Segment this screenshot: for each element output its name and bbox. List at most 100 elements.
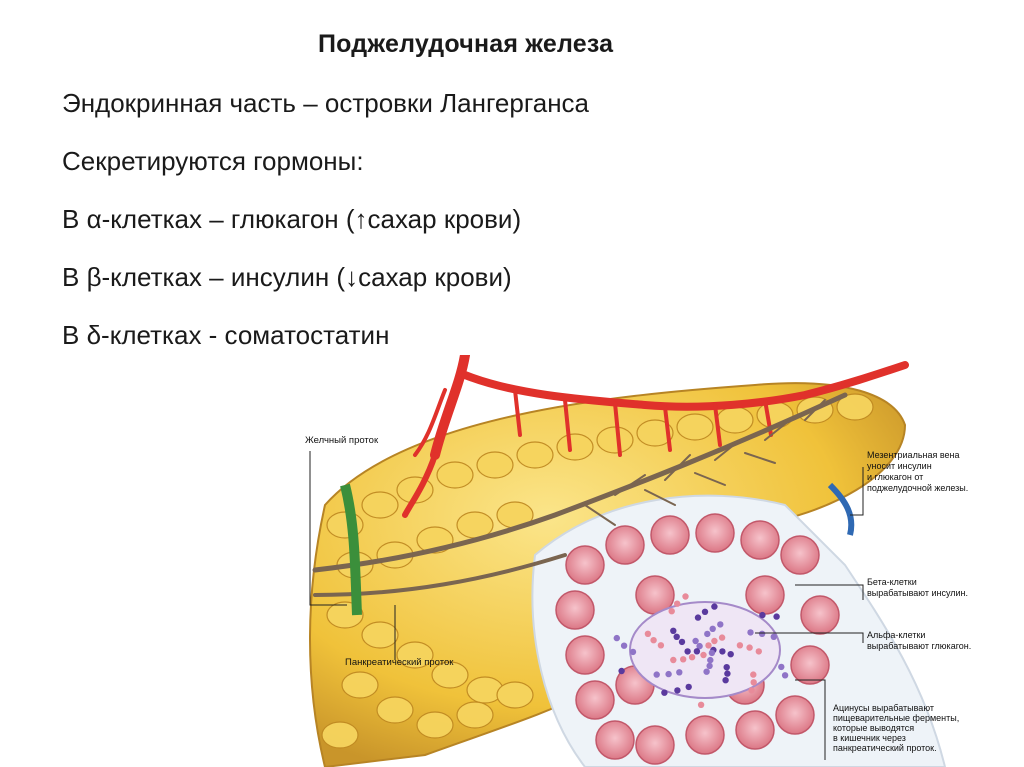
islet-cell [673, 633, 680, 640]
acini-cluster [555, 513, 840, 765]
label-bile-duct: Желчный проток [305, 435, 379, 446]
islet-cell [620, 642, 628, 649]
islet-cell [685, 683, 692, 691]
acinus [780, 535, 820, 575]
gland-lobule [341, 671, 379, 699]
islet-cell [676, 669, 683, 676]
label-alpha-cells: Альфа-клетки вырабатывают глюкагон. [867, 630, 971, 651]
acinus [745, 575, 785, 615]
gland-lobule [836, 393, 874, 421]
islet-cell [674, 687, 681, 694]
label-beta-cells: Бета-клетки вырабатывают инсулин. [867, 577, 968, 598]
islet-cell [688, 654, 696, 661]
islet-cell [613, 634, 620, 642]
islet-cell [694, 614, 702, 621]
islet-cell [697, 701, 705, 708]
islet-cell [670, 627, 677, 634]
islet-cell [678, 638, 686, 646]
islet-cell [703, 668, 710, 675]
islet-cell [661, 689, 668, 696]
acinus [595, 720, 635, 760]
islet-cell [736, 642, 744, 649]
pancreas-illustration: Желчный проток Панкреатический проток Ме… [305, 355, 971, 767]
islet-cell [778, 663, 785, 671]
acinus [635, 725, 675, 765]
gland-lobule [321, 721, 359, 749]
acinus [685, 715, 725, 755]
gland-lobule [476, 451, 514, 479]
islet-cell [770, 633, 777, 640]
islet-cell [747, 629, 754, 636]
islet-cell [705, 642, 712, 649]
artery-branches [402, 355, 909, 518]
gland-lobule [416, 711, 454, 739]
islet-cell [644, 630, 652, 637]
islet-cell [692, 637, 699, 645]
islet-cell [696, 642, 703, 650]
gland-lobule [556, 433, 594, 461]
islet-cell [657, 642, 665, 649]
islet-cell [722, 677, 729, 684]
islet-cell [719, 648, 726, 655]
acinus [565, 545, 605, 585]
islet-cell [693, 648, 701, 655]
islet-cell [711, 637, 718, 645]
text-line-alpha: В α-клетках – глюкагон (↑сахар крови) [62, 204, 522, 234]
islet-cell [724, 670, 731, 677]
acinus [650, 515, 690, 555]
mesenteric-vein [827, 482, 855, 536]
islet-cell [682, 593, 689, 600]
islet-cell [650, 637, 657, 644]
islet-cell [653, 671, 660, 678]
acinus [605, 525, 645, 565]
islet-cell [704, 630, 711, 638]
islet-cell [727, 651, 734, 658]
islet-cell [708, 649, 716, 657]
islet-cell [723, 664, 730, 671]
islet-cell [665, 670, 672, 678]
islet-cell [748, 687, 755, 694]
islet-cell [781, 672, 789, 679]
text-line-beta: В β-клетках – инсулин (↓сахар крови) [62, 262, 512, 292]
islet-cell [674, 600, 681, 607]
slide-title: Поджелудочная железа [318, 30, 614, 58]
pancreatic-duct [312, 392, 848, 597]
islet-cell [773, 613, 780, 620]
islet-cell [709, 625, 716, 632]
gland-lobule [496, 681, 534, 709]
islet-cell [759, 611, 766, 619]
islet-cell [629, 648, 637, 656]
gland-lobule [431, 661, 469, 689]
gland-lobule [376, 696, 414, 724]
islet-cell [711, 603, 718, 610]
islet-cell [670, 656, 677, 664]
islet-cell [718, 634, 726, 641]
gland-lobule [596, 426, 634, 454]
gland-lobule [396, 641, 434, 669]
gland-lobule [436, 461, 474, 489]
acinus [555, 590, 595, 630]
acinus [790, 645, 830, 685]
islet-cells [613, 593, 789, 708]
acinus [800, 595, 840, 635]
text-line-hormones: Секретируются гормоны: [62, 146, 364, 176]
islet-cell [755, 648, 762, 655]
islet-cell [618, 667, 625, 675]
islet-cell [758, 630, 766, 637]
gland-lobule [516, 441, 554, 469]
gland-lobule [676, 413, 714, 441]
islet-cell [717, 621, 724, 628]
islet-cell [750, 671, 757, 678]
acinus [695, 513, 735, 553]
acinus [740, 520, 780, 560]
islet-cell [700, 651, 707, 659]
gland-lobule [361, 491, 399, 519]
gland-lobule [636, 419, 674, 447]
islet-cell [706, 662, 713, 670]
islet-cell [684, 648, 691, 655]
gland-lobule [456, 701, 494, 729]
islet-cell [680, 656, 687, 663]
label-pancreatic-duct: Панкреатический проток [345, 657, 454, 668]
acinus [735, 710, 775, 750]
bile-duct [340, 483, 362, 616]
